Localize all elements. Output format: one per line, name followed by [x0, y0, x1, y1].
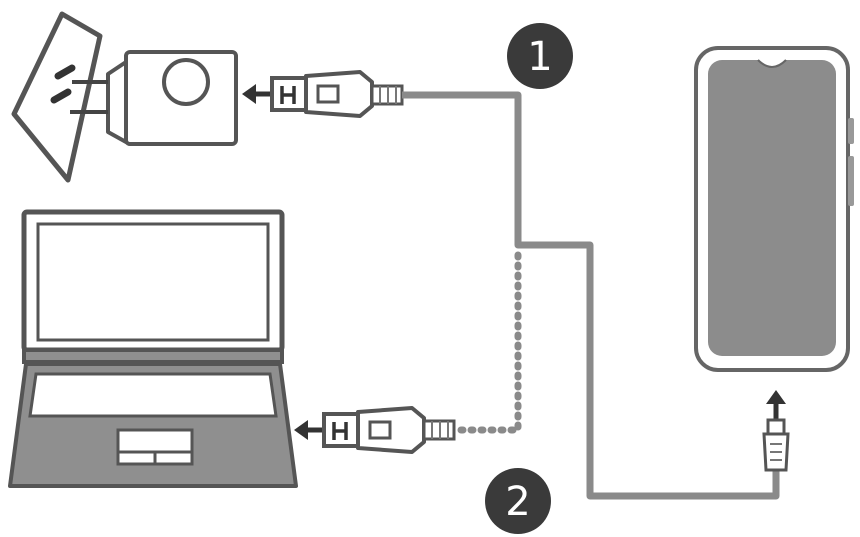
usb-cable-icon	[322, 406, 456, 454]
step-label-2: 2	[505, 479, 530, 525]
laptop-icon	[8, 209, 298, 488]
wall-outlet-icon	[11, 11, 103, 183]
usb-cable-icon	[270, 70, 404, 118]
insert-arrow-icon	[242, 84, 272, 104]
step-badge-2: 2	[485, 468, 551, 534]
cable-route-2	[456, 251, 522, 434]
usb-wall-charger-icon	[70, 50, 238, 146]
usb-c-plug-icon	[762, 418, 790, 472]
cable-route-1	[402, 91, 780, 500]
insert-arrow-icon	[766, 390, 786, 422]
step-badge-1: 1	[507, 23, 573, 89]
insert-arrow-icon	[294, 420, 324, 440]
smartphone-icon	[694, 46, 854, 372]
step-label-1: 1	[527, 34, 552, 80]
